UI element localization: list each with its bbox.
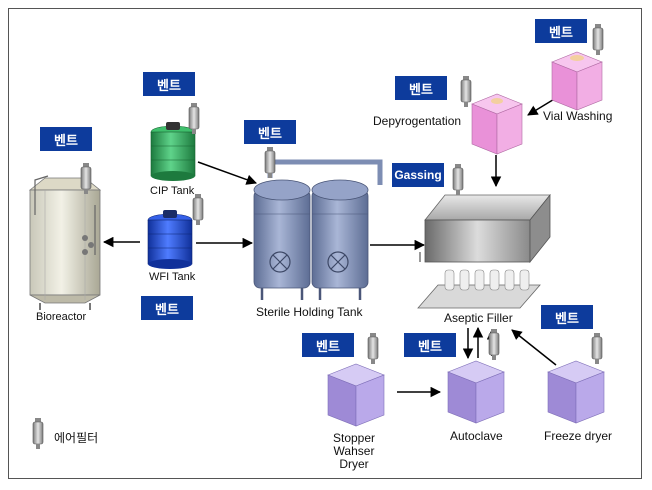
bioreactor-label: Bioreactor: [36, 311, 87, 323]
air-filter-icon: [488, 328, 500, 361]
air-filter-icon: [452, 163, 464, 196]
depyrogentation-image: [471, 93, 523, 155]
legend-label: 에어필터: [54, 431, 99, 445]
cip-tank-image: [150, 122, 196, 181]
bioreactor-image: [28, 175, 102, 310]
stopper-label-line-3: Dryer: [339, 457, 369, 471]
stopper-washer-dryer-image: [327, 363, 385, 427]
vent-label-bioreactor: 벤트: [40, 127, 92, 151]
autoclave-label: Autoclave: [450, 429, 503, 443]
stopper-label-line-1: Stopper: [332, 431, 376, 445]
vent-label-stopper: 벤트: [302, 333, 354, 357]
arrow-cip-to-holding: [197, 161, 257, 185]
aseptic-filler-image: [417, 193, 551, 309]
vent-label-autoclave: 벤트: [404, 333, 456, 357]
freeze-dryer-label: Freeze dryer: [544, 429, 613, 443]
depyrogentation-label: Depyrogentation: [373, 114, 462, 128]
cip-tank-label: CIP Tank: [150, 185, 195, 197]
arrow-freezedryer-to-filler: [511, 329, 557, 366]
air-filter-icon: [460, 75, 472, 108]
air-filter-icon: [591, 332, 603, 365]
freeze-dryer-image: [547, 360, 605, 424]
air-filter-icon: [592, 23, 604, 56]
sterile-holding-tank-image: [253, 159, 383, 300]
air-filter-icon: [264, 146, 276, 179]
vial-washing-image: [551, 51, 603, 111]
stopper-label-line-2: Wahser: [333, 444, 375, 458]
wfi-tank-image: [147, 210, 193, 269]
vent-label-vialwash: 벤트: [535, 19, 587, 43]
air-filter-icon: [367, 332, 379, 365]
vent-label-wfi: 벤트: [141, 296, 193, 320]
vial-washing-label: Vial Washing: [543, 109, 613, 123]
vent-label-holding: 벤트: [244, 120, 296, 144]
vent-label-cip: 벤트: [143, 72, 195, 96]
legend-air-filter-icon: [32, 417, 44, 450]
arrow-vialwash-to-depyro: [527, 97, 557, 116]
vent-label-freezedryer: 벤트: [541, 305, 593, 329]
stopper-washer-dryer-label: Stopper Wahser Dryer: [326, 432, 382, 471]
wfi-tank-label: WFI Tank: [149, 271, 196, 283]
air-filter-icon: [192, 193, 204, 226]
sterile-holding-tank-label: Sterile Holding Tank: [256, 305, 363, 319]
vent-label-depyro: 벤트: [395, 76, 447, 100]
autoclave-image: [447, 360, 505, 424]
gassing-label: Gassing: [392, 163, 444, 187]
aseptic-filler-label: Aseptic Filler: [444, 311, 513, 325]
